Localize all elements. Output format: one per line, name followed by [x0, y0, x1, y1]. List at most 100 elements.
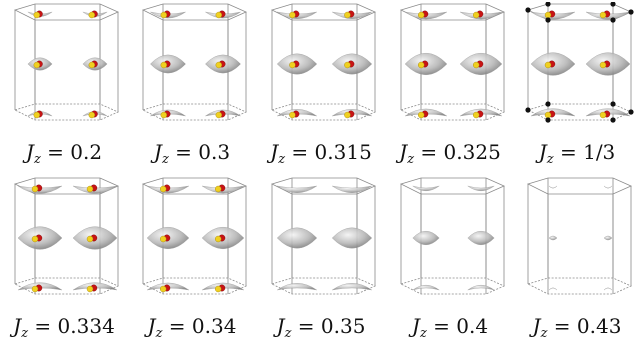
fermi-pocket: [467, 284, 495, 291]
yellow-sphere: [33, 61, 40, 69]
caption-symbol: J: [153, 140, 162, 164]
panel-caption: Jz = 0.334: [0, 314, 129, 341]
corner-dot: [610, 17, 616, 23]
corner-dot: [545, 2, 551, 7]
fermi-pocket: [277, 10, 317, 19]
panel-2: Jz = 0.3: [133, 2, 251, 172]
panel-4: Jz = 0.325: [391, 2, 509, 172]
yellow-sphere: [544, 111, 552, 119]
fermi-pocket: [150, 109, 186, 119]
caption-equals: =: [168, 140, 199, 164]
hexagonal-prism: [399, 177, 505, 295]
caption-value: 0.315: [314, 140, 372, 164]
fermi-pocket: [412, 284, 440, 291]
caption-subscript: z: [407, 152, 415, 167]
fermi-pocket: [72, 226, 118, 250]
fermi-pocket: [548, 287, 558, 291]
fermi-pocket: [201, 282, 245, 293]
caption-equals: =: [28, 314, 58, 338]
fermi-surface-plot: [13, 177, 119, 295]
fermi-pocket: [585, 52, 631, 76]
fermi-pocket: [146, 184, 190, 194]
caption-equals: =: [414, 140, 444, 164]
fermi-pocket: [548, 235, 558, 241]
fermi-pocket: [548, 185, 558, 189]
caption-subscript: z: [540, 326, 548, 341]
caption-value: 0.43: [576, 314, 622, 338]
yellow-sphere: [214, 185, 222, 193]
caption-symbol: J: [147, 314, 156, 338]
fermi-surface-plot: [526, 177, 632, 295]
caption-value: 0.2: [70, 140, 103, 164]
hexagonal-prism: [141, 3, 247, 121]
fermi-pocket: [530, 52, 576, 76]
panel-1: Jz = 0.2: [5, 2, 123, 172]
yellow-sphere: [599, 11, 607, 19]
caption-value: 0.325: [443, 140, 501, 164]
fermi-pocket: [459, 52, 503, 76]
fermi-pocket: [404, 108, 448, 119]
corner-dot: [545, 17, 551, 23]
fermi-pocket: [146, 226, 190, 250]
caption-equals: =: [40, 140, 71, 164]
fermi-pocket: [585, 10, 631, 20]
caption-subscript: z: [33, 152, 41, 167]
yellow-sphere: [86, 235, 94, 243]
yellow-sphere: [160, 185, 167, 193]
yellow-sphere: [344, 111, 351, 119]
fermi-surface-plot: [141, 3, 247, 121]
caption-value: 0.35: [320, 314, 366, 338]
caption-symbol: J: [532, 314, 541, 338]
fermi-surface-plot: [141, 177, 247, 295]
fermi-pocket: [412, 185, 440, 192]
fermi-surface-plot: [13, 3, 119, 121]
caption-symbol: J: [25, 140, 34, 164]
fermi-pocket: [205, 54, 241, 74]
fermi-pocket: [17, 184, 63, 194]
fermi-pocket: [331, 53, 373, 75]
fermi-pocket: [603, 185, 613, 189]
fermi-pocket: [27, 57, 53, 71]
yellow-sphere: [289, 111, 296, 119]
corner-dot: [525, 107, 531, 113]
fermi-pocket: [603, 235, 613, 241]
fermi-pocket: [205, 10, 241, 19]
yellow-sphere: [418, 111, 425, 119]
panel-caption: Jz = 0.2: [0, 140, 129, 167]
panel-caption: Jz = 0.3: [127, 140, 257, 167]
panel-caption: Jz = 0.315: [256, 140, 386, 167]
fermi-pocket: [332, 283, 372, 291]
yellow-sphere: [599, 61, 607, 69]
panel-5: Jz = 1/3: [518, 2, 634, 172]
yellow-sphere: [160, 11, 167, 19]
fermi-pocket: [467, 185, 495, 192]
panel-caption: Jz = 0.34: [127, 314, 257, 341]
fermi-pocket: [585, 108, 631, 119]
yellow-sphere: [418, 11, 425, 19]
panel-6: Jz = 0.334: [5, 176, 123, 346]
fermi-pocket: [82, 57, 108, 71]
fermi-pocket: [276, 53, 318, 75]
corner-dot: [628, 9, 634, 15]
fermi-pocket: [412, 230, 440, 246]
fermi-pocket: [17, 226, 63, 250]
yellow-sphere: [88, 111, 96, 119]
fermi-pocket: [150, 10, 186, 19]
yellow-sphere: [160, 111, 167, 119]
caption-symbol: J: [399, 140, 408, 164]
corner-dot: [610, 101, 616, 107]
panel-caption: Jz = 1/3: [512, 140, 634, 167]
caption-value: 0.3: [198, 140, 231, 164]
corner-dot: [545, 101, 551, 107]
fermi-surface-plot: [399, 3, 505, 121]
yellow-sphere: [214, 285, 222, 293]
caption-symbol: J: [13, 314, 22, 338]
yellow-sphere: [86, 285, 94, 293]
yellow-sphere: [289, 61, 296, 69]
yellow-sphere: [33, 11, 40, 19]
fermi-pocket: [82, 110, 108, 119]
caption-equals: =: [285, 140, 315, 164]
fermi-pocket: [331, 227, 373, 249]
caption-equals: =: [162, 314, 192, 338]
corner-dot: [525, 7, 531, 13]
